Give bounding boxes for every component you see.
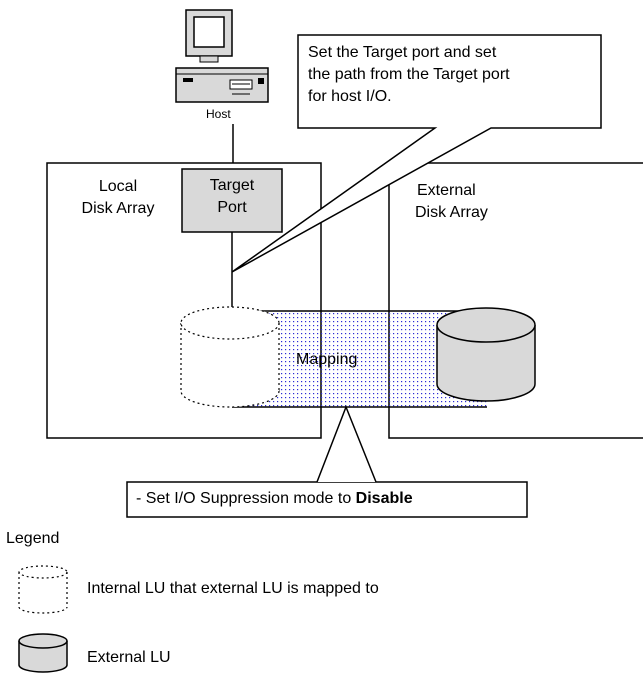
legend-external-lu-icon — [18, 633, 68, 673]
callout-top-box — [231, 34, 602, 273]
callout-top-line2: the path from the Target port — [308, 66, 510, 83]
internal-lu-cylinder — [180, 306, 280, 408]
local-array-label: Local Disk Array — [72, 176, 164, 220]
callout-bottom-prefix: - Set I/O Suppression mode to — [136, 490, 356, 507]
legend-internal-lu-icon — [18, 565, 68, 614]
callout-bottom-box — [126, 404, 528, 518]
mapping-label: Mapping — [296, 351, 358, 368]
local-array-label-line2: Disk Array — [81, 200, 155, 217]
local-array-label-line1: Local — [98, 178, 138, 195]
desktop-computer-icon — [175, 9, 269, 103]
callout-bottom-bold: Disable — [355, 490, 413, 507]
callout-top-text: Set the Target port and set the path fro… — [308, 42, 510, 108]
callout-bottom-text: - Set I/O Suppression mode to Disable — [136, 488, 413, 510]
callout-top-line1: Set the Target port and set — [308, 44, 497, 61]
external-array-label-line1: External — [417, 182, 476, 199]
external-array-label-line2: Disk Array — [415, 204, 488, 221]
callout-top-line3: for host I/O. — [308, 88, 392, 105]
external-array-label: External Disk Array — [415, 180, 488, 224]
host-label: Host — [206, 107, 231, 121]
legend-external-lu-label: External LU — [87, 649, 171, 666]
target-port-box — [181, 168, 283, 233]
target-port-label-line1: Target — [209, 177, 255, 194]
external-lu-cylinder — [436, 307, 536, 402]
legend-title: Legend — [6, 530, 60, 547]
target-port-label-line2: Port — [217, 199, 247, 216]
target-port-label: Target Port — [184, 175, 280, 219]
legend-internal-lu-label: Internal LU that external LU is mapped t… — [87, 580, 379, 597]
